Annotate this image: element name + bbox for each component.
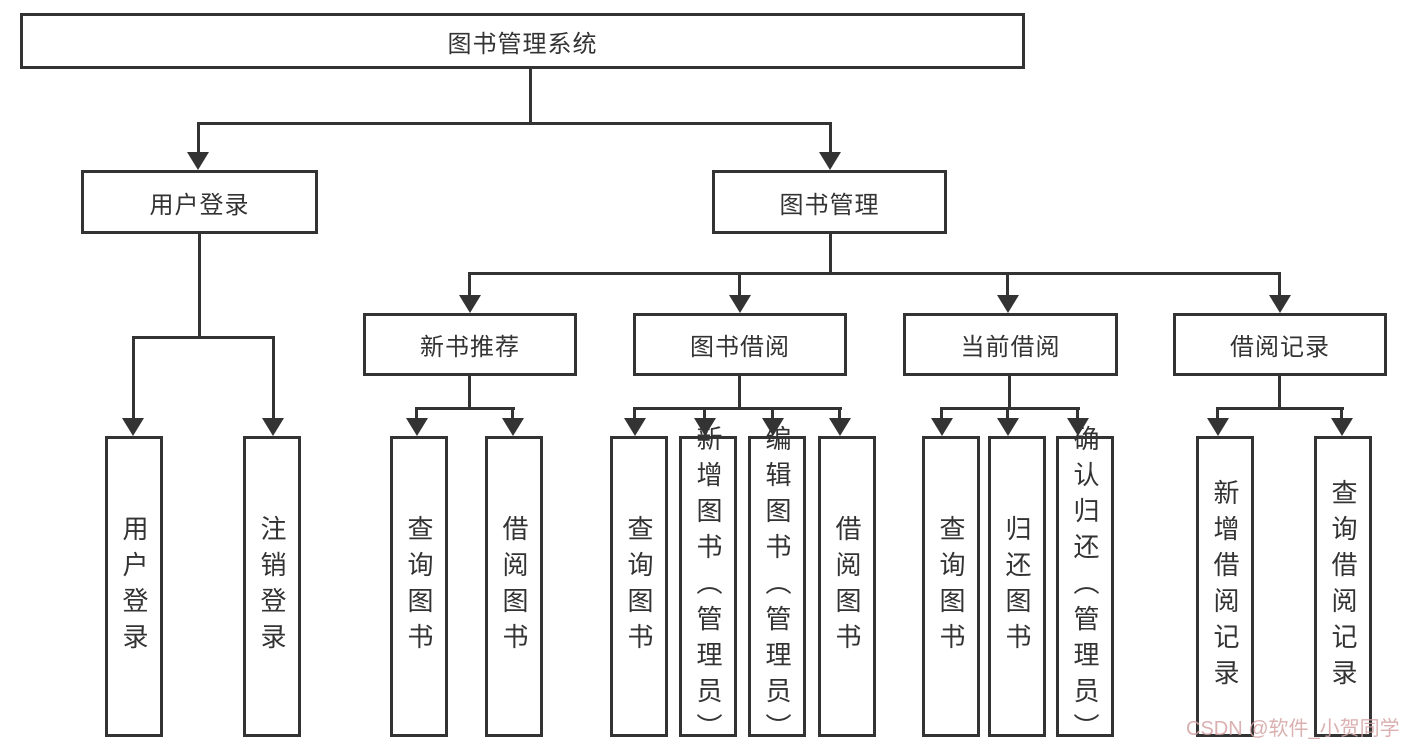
leaf-borrow-books: 借阅图书: [818, 436, 876, 737]
leaf-edit-books-admin: 编辑图书（管理员）: [748, 425, 806, 747]
connector-line: [132, 336, 275, 339]
connector-line: [132, 336, 135, 420]
connector-line: [1006, 407, 1009, 420]
connector-line: [197, 122, 200, 154]
leaf-add-books-admin-label: 新增图书（管理员）: [693, 424, 723, 747]
leaf-add-borrow-record: 新增借阅记录: [1196, 436, 1254, 737]
leaf-query-books-current: 查询图书: [922, 436, 980, 737]
csdn-watermark: CSDN @软件_小贺同学: [1186, 718, 1400, 740]
node-book-management: 图书管理: [712, 170, 947, 234]
leaf-add-books-admin: 新增图书（管理员）: [679, 425, 737, 747]
arrow-down-icon: [829, 418, 851, 436]
connector-line: [198, 233, 201, 339]
leaf-return-books: 归还图书: [988, 436, 1046, 737]
connector-line: [940, 407, 1080, 410]
arrow-down-icon: [729, 295, 751, 313]
arrow-down-icon: [1207, 418, 1229, 436]
node-root: 图书管理系统: [20, 13, 1025, 69]
connector-line: [1006, 272, 1009, 297]
arrow-down-icon: [1331, 418, 1353, 436]
arrow-down-icon: [1067, 418, 1089, 436]
node-borrowing-records-label: 借阅记录: [1230, 334, 1330, 361]
leaf-borrow-books-label: 借阅图书: [832, 514, 862, 659]
connector-line: [829, 233, 832, 275]
node-borrowing-records: 借阅记录: [1173, 313, 1387, 376]
node-book-borrowing-label: 图书借阅: [690, 334, 790, 361]
arrow-down-icon: [1269, 295, 1291, 313]
connector-line: [1278, 272, 1281, 297]
node-book-borrowing: 图书借阅: [633, 313, 847, 376]
connector-line: [1278, 375, 1281, 409]
leaf-logout-label: 注销登录: [257, 514, 287, 659]
leaf-borrow-books-recommend: 借阅图书: [485, 436, 543, 737]
connector-line: [529, 68, 532, 125]
leaf-query-books-recommend-label: 查询图书: [404, 514, 434, 659]
arrow-down-icon: [406, 418, 428, 436]
node-root-label: 图书管理系统: [447, 30, 598, 58]
connector-line: [415, 407, 515, 410]
connector-line: [197, 122, 832, 125]
connector-line: [940, 407, 943, 420]
connector-line: [838, 407, 841, 420]
leaf-add-borrow-record-label: 新增借阅记录: [1210, 478, 1240, 695]
node-user-login: 用户登录: [81, 170, 318, 234]
connector-line: [829, 122, 832, 154]
arrow-down-icon: [762, 418, 784, 436]
leaf-query-books-borrowing: 查询图书: [610, 436, 668, 737]
leaf-user-login: 用户登录: [105, 436, 163, 737]
arrow-down-icon: [931, 418, 953, 436]
leaf-query-borrow-record-label: 查询借阅记录: [1328, 478, 1358, 695]
arrow-down-icon: [997, 295, 1019, 313]
connector-line: [1008, 375, 1011, 409]
leaf-borrow-books-recommend-label: 借阅图书: [499, 514, 529, 659]
connector-line: [771, 407, 774, 420]
node-new-book-recommendation-label: 新书推荐: [420, 334, 520, 361]
connector-line: [468, 272, 1281, 275]
connector-line: [738, 272, 741, 297]
leaf-user-login-label: 用户登录: [119, 514, 149, 659]
node-current-borrowing: 当前借阅: [903, 313, 1118, 376]
arrow-down-icon: [459, 295, 481, 313]
leaf-confirm-return-admin: 确认归还（管理员）: [1056, 425, 1114, 747]
node-user-login-label: 用户登录: [149, 191, 250, 219]
connector-line: [511, 407, 514, 420]
leaf-confirm-return-admin-label: 确认归还（管理员）: [1070, 424, 1100, 747]
arrow-down-icon: [187, 152, 209, 170]
arrow-down-icon: [694, 418, 716, 436]
leaf-query-borrow-record: 查询借阅记录: [1314, 436, 1372, 737]
connector-line: [1076, 407, 1079, 420]
arrow-down-icon: [624, 418, 646, 436]
leaf-edit-books-admin-label: 编辑图书（管理员）: [762, 424, 792, 747]
node-new-book-recommendation: 新书推荐: [363, 313, 577, 376]
connector-line: [633, 407, 636, 420]
connector-line: [272, 336, 275, 420]
leaf-query-books-recommend: 查询图书: [390, 436, 448, 737]
arrow-down-icon: [262, 418, 284, 436]
connector-line: [1216, 407, 1219, 420]
arrow-down-icon: [502, 418, 524, 436]
node-current-borrowing-label: 当前借阅: [960, 334, 1061, 361]
leaf-return-books-label: 归还图书: [1002, 514, 1032, 659]
connector-line: [468, 272, 471, 297]
leaf-query-books-borrowing-label: 查询图书: [624, 514, 654, 659]
arrow-down-icon: [122, 418, 144, 436]
connector-line: [415, 407, 418, 420]
connector-line: [703, 407, 706, 420]
connector-line: [468, 375, 471, 409]
connector-line: [738, 375, 741, 409]
connector-line: [1340, 407, 1343, 420]
arrow-down-icon: [997, 418, 1019, 436]
leaf-query-books-current-label: 查询图书: [936, 514, 966, 659]
connector-line: [1216, 407, 1344, 410]
arrow-down-icon: [819, 152, 841, 170]
connector-line: [633, 407, 842, 410]
node-book-management-label: 图书管理: [779, 191, 880, 219]
leaf-logout: 注销登录: [243, 436, 301, 737]
